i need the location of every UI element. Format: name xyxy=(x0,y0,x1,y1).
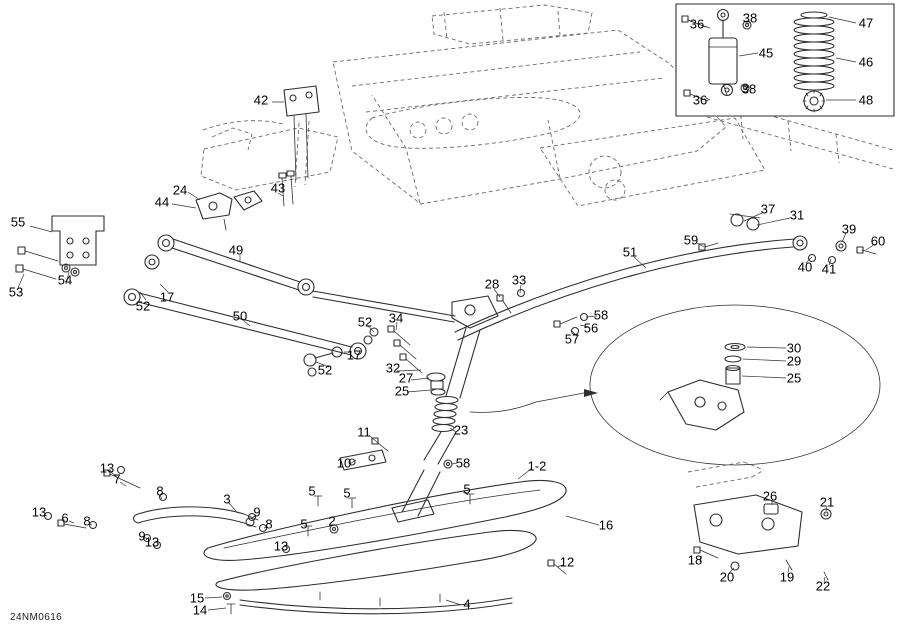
part-label-58: 58 xyxy=(455,455,471,471)
part-label-31: 31 xyxy=(789,207,805,223)
part-label-5: 5 xyxy=(300,516,308,532)
part-label-59: 59 xyxy=(683,232,699,248)
part-label-15: 15 xyxy=(189,590,205,606)
part-label-55: 55 xyxy=(10,214,26,230)
part-label-10: 10 xyxy=(336,455,352,471)
part-label-29: 29 xyxy=(786,353,802,369)
part-label-37: 37 xyxy=(760,201,776,217)
mount-bracket-and-bolts-art xyxy=(15,215,105,280)
radius-arms-art xyxy=(123,234,456,396)
part-label-48: 48 xyxy=(858,92,874,108)
part-label-22: 22 xyxy=(815,578,831,594)
part-label-4: 4 xyxy=(463,596,471,612)
part-label-23: 23 xyxy=(453,422,469,438)
part-label-16: 16 xyxy=(598,517,614,533)
ski-assembly-art xyxy=(43,465,567,615)
part-label-56: 56 xyxy=(583,320,599,336)
part-label-28: 28 xyxy=(484,276,500,292)
part-label-41: 41 xyxy=(821,261,837,277)
part-label-54: 54 xyxy=(57,272,73,288)
watermark: 24NM0616 xyxy=(10,612,63,623)
part-label-44: 44 xyxy=(154,194,170,210)
part-label-6: 6 xyxy=(61,510,69,526)
part-label-5: 5 xyxy=(463,481,471,497)
part-label-13: 13 xyxy=(273,538,289,554)
part-label-18: 18 xyxy=(687,552,703,568)
part-label-2: 2 xyxy=(328,513,336,529)
part-label-45: 45 xyxy=(758,45,774,61)
part-label-32: 32 xyxy=(385,360,401,376)
part-label-49: 49 xyxy=(228,242,244,258)
part-label-53: 53 xyxy=(8,284,24,300)
part-label-40: 40 xyxy=(797,259,813,275)
part-label-60: 60 xyxy=(870,233,886,249)
part-label-52: 52 xyxy=(317,362,333,378)
part-label-24: 24 xyxy=(172,182,188,198)
part-label-21: 21 xyxy=(819,494,835,510)
part-label-9: 9 xyxy=(138,528,146,544)
leader-lines xyxy=(17,16,876,611)
part-label-5: 5 xyxy=(343,485,351,501)
spindle-housing-detail-art xyxy=(687,461,832,581)
part-label-27: 27 xyxy=(398,370,414,386)
part-label-34: 34 xyxy=(388,310,404,326)
part-label-57: 57 xyxy=(564,331,580,347)
part-label-46: 46 xyxy=(858,54,874,70)
part-label-33: 33 xyxy=(511,272,527,288)
part-label-25: 25 xyxy=(394,383,410,399)
part-label-26: 26 xyxy=(762,488,778,504)
part-label-39: 39 xyxy=(841,221,857,237)
part-label-11: 11 xyxy=(357,424,371,440)
part-label-50: 50 xyxy=(232,308,248,324)
spindle-leg-art xyxy=(339,295,499,523)
part-label-43: 43 xyxy=(270,180,286,196)
part-label-51: 51 xyxy=(622,244,638,260)
part-label-58: 58 xyxy=(593,307,609,323)
part-label-12: 12 xyxy=(559,554,575,570)
part-label-1-2: 1-2 xyxy=(527,458,547,474)
part-label-42: 42 xyxy=(253,92,269,108)
part-label-8: 8 xyxy=(83,513,91,529)
part-label-13: 13 xyxy=(99,460,115,476)
part-label-13: 13 xyxy=(144,534,160,550)
part-label-52: 52 xyxy=(135,298,151,314)
part-label-47: 47 xyxy=(858,15,874,31)
part-label-5: 5 xyxy=(308,483,316,499)
part-label-13: 13 xyxy=(31,504,47,520)
part-label-14: 14 xyxy=(192,602,208,618)
chassis-ghost-art xyxy=(200,4,894,207)
part-label-8: 8 xyxy=(156,483,164,499)
part-label-36: 36 xyxy=(689,16,705,32)
part-label-38: 38 xyxy=(741,81,757,97)
part-label-17: 17 xyxy=(159,289,175,305)
part-label-52: 52 xyxy=(357,314,373,330)
part-label-3: 3 xyxy=(223,491,231,507)
shock-spring-inset-art xyxy=(675,3,895,117)
part-label-8: 8 xyxy=(265,516,273,532)
part-label-20: 20 xyxy=(719,569,735,585)
part-label-17: 17 xyxy=(346,347,362,363)
part-label-30: 30 xyxy=(786,340,802,356)
steering-bracket-art xyxy=(195,85,320,231)
part-label-25: 25 xyxy=(786,370,802,386)
part-label-19: 19 xyxy=(779,569,795,585)
detail-circle-inset-art xyxy=(469,304,881,466)
part-label-36: 36 xyxy=(692,92,708,108)
part-label-38: 38 xyxy=(742,10,758,26)
part-label-9: 9 xyxy=(253,504,261,520)
part-label-7: 7 xyxy=(113,471,121,487)
